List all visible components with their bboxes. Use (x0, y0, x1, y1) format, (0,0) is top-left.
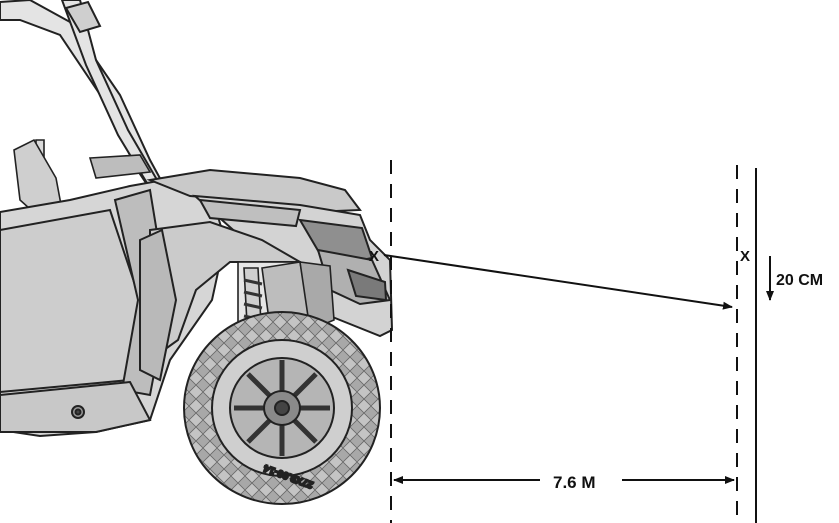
utv-vehicle-illustration: 27X9.00-14 (0, 0, 394, 505)
front-fender (139, 220, 304, 382)
target-x-mark: X (740, 248, 750, 265)
drop-label: 20 CM (776, 272, 823, 289)
distance-label: 7.6 M (553, 473, 596, 492)
distance-label-background (540, 468, 622, 494)
front-tire: 27X9.00-14 (183, 311, 381, 505)
beam-projection-arrow (383, 254, 733, 310)
source-x-mark: X (369, 248, 379, 265)
